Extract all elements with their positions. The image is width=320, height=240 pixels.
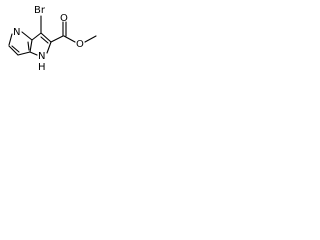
bond-c3a-c7a-double <box>27 41 30 51</box>
pyrrole-nh-label: N <box>38 51 45 62</box>
pyridine-ring <box>8 31 33 56</box>
bond-c3-c2 <box>40 32 52 43</box>
bond-o-methyl <box>84 35 97 43</box>
bond-c7a-c3 <box>31 32 42 41</box>
chemical-structure: N Br N H O O <box>8 5 97 73</box>
ester-o-label: O <box>76 39 84 50</box>
bromine-label: Br <box>34 5 46 16</box>
bond-c2-n1 <box>46 41 52 54</box>
pyridine-n-label: N <box>13 27 20 38</box>
bond-c4-c3a <box>29 39 33 53</box>
bond-c5-c4 <box>17 51 31 56</box>
methyl-ester-group <box>50 21 97 43</box>
bond-n-c6 <box>8 33 13 46</box>
bond-c6-c5-inner <box>11 45 20 53</box>
bond-c7a-n <box>21 31 33 41</box>
bond-c6-c5 <box>8 45 19 56</box>
pyrrole-ring <box>29 32 52 56</box>
carbonyl-o-label: O <box>60 13 68 24</box>
bond-c2-carbonyl <box>50 35 64 43</box>
bond-c3-c2-inner <box>40 36 49 44</box>
pyrrole-h-label: H <box>38 62 46 73</box>
bond-n1-c3a <box>29 51 38 56</box>
bond-carbonyl-o-ester <box>63 35 76 43</box>
